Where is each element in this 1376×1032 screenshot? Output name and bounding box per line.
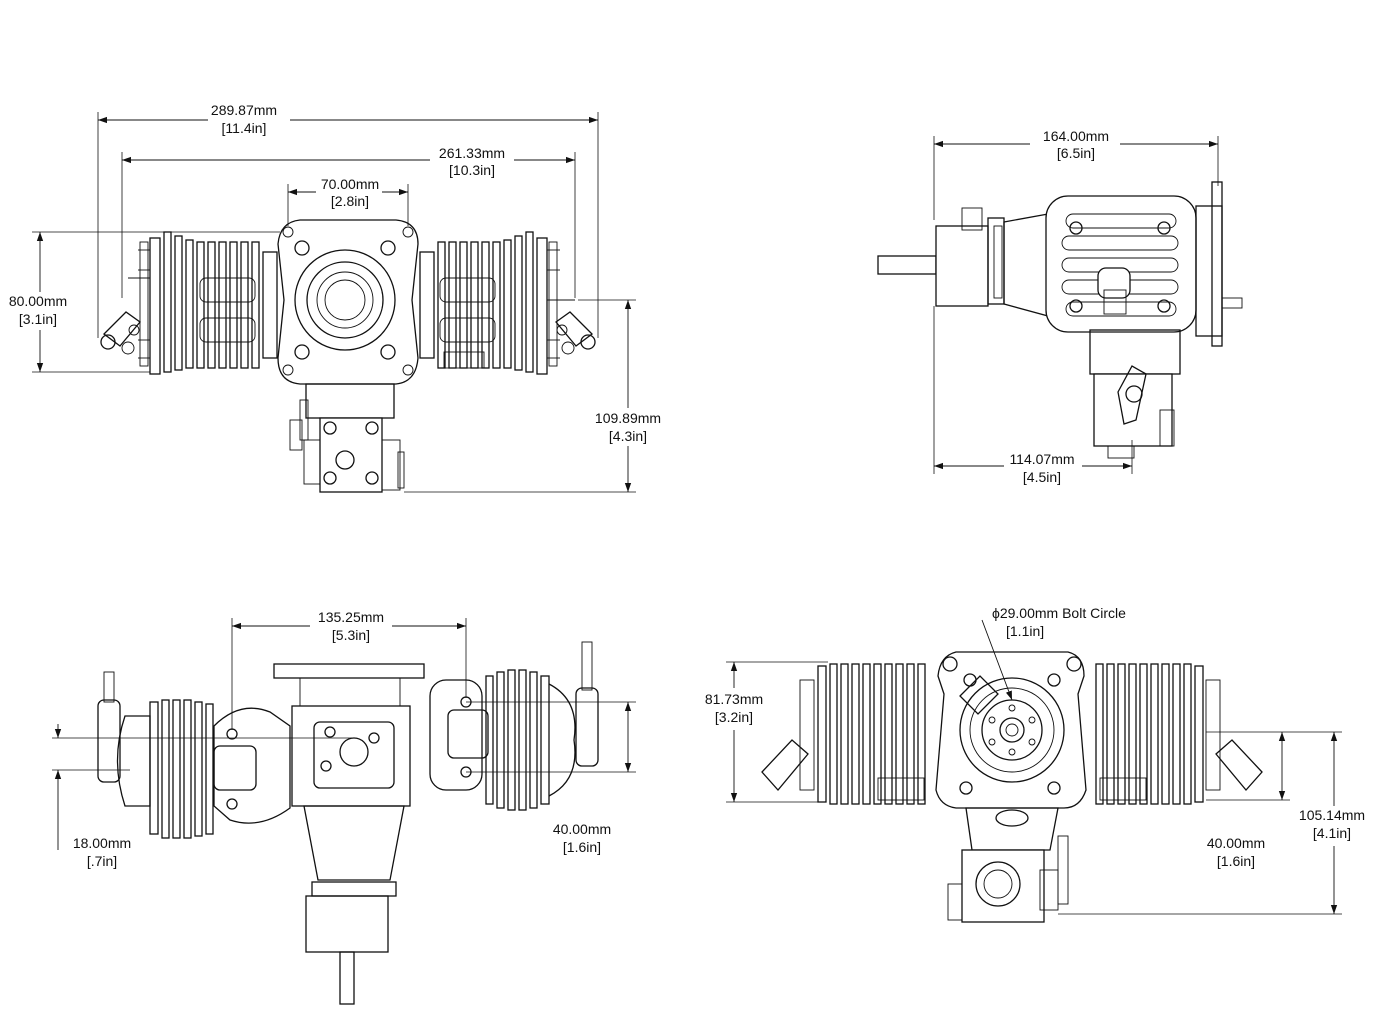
firewall-flange: [1211, 181, 1223, 347]
dim-bolt-circle-in: [1.1in]: [1006, 623, 1044, 639]
dim-mount-width-in: [2.8in]: [331, 193, 369, 209]
dim-bolt-circle: ϕ29.00mm Bolt Circle [1.1in]: [981, 605, 1126, 701]
dim-mount-width-mm: 70.00mm: [321, 176, 379, 192]
side-view: 164.00mm [6.5in] 114.07mm [4.5in]: [877, 128, 1243, 485]
dim-mount-width: 70.00mm [2.8in]: [287, 176, 409, 226]
dim-offset-mm: 18.00mm: [73, 835, 131, 851]
left-cylinder-fins: [100, 231, 278, 375]
dim-total-height-in: [4.3in]: [609, 428, 647, 444]
carburetor: [289, 383, 405, 493]
dim-overall-width-mm: 289.87mm: [211, 102, 277, 118]
dim-total-height-mm: 109.89mm: [595, 410, 661, 426]
dim-depth-in: [6.5in]: [1057, 145, 1095, 161]
dim-bolt-circle-mm: ϕ29.00mm Bolt Circle: [992, 605, 1126, 621]
dim-rear-port-height-in: [1.6in]: [1217, 853, 1255, 869]
dim-rear-overall: 105.14mm [4.1in]: [1058, 732, 1365, 915]
dim-rear-port-height-mm: 40.00mm: [1207, 835, 1265, 851]
bottom-view: 135.25mm [5.3in] 18.00mm [.7in] 40.00mm …: [52, 609, 636, 1005]
cylinder-head-side: [1045, 195, 1197, 333]
dim-bottom-port-height: 40.00mm [1.6in]: [466, 701, 636, 855]
dim-offset: 18.00mm [.7in]: [52, 724, 354, 869]
dim-fin-width: 261.33mm [10.3in]: [121, 145, 576, 298]
dim-fin-width-mm: 261.33mm: [439, 145, 505, 161]
dim-ports-in: [5.3in]: [332, 627, 370, 643]
dim-crank: 114.07mm [4.5in]: [933, 306, 1133, 485]
dim-cyl-height: 80.00mm [3.1in]: [9, 231, 280, 373]
rear-view: ϕ29.00mm Bolt Circle [1.1in] 81.73mm [3.…: [705, 605, 1365, 923]
dim-rear-height-mm: 81.73mm: [705, 691, 763, 707]
mount-plate: [277, 219, 419, 385]
dim-crank-mm: 114.07mm: [1009, 451, 1074, 467]
dim-depth-mm: 164.00mm: [1043, 128, 1109, 144]
logo-emblem: [995, 809, 1029, 827]
dim-cyl-height-mm: 80.00mm: [9, 293, 67, 309]
dim-cyl-height-in: [3.1in]: [19, 311, 57, 327]
dim-crank-in: [4.5in]: [1023, 469, 1061, 485]
dim-rear-height: 81.73mm [3.2in]: [705, 661, 828, 803]
dim-fin-width-in: [10.3in]: [449, 162, 495, 178]
dim-offset-in: [.7in]: [87, 853, 117, 869]
dim-total-height: 109.89mm [4.3in]: [404, 299, 661, 493]
dim-rear-overall-mm: 105.14mm: [1299, 807, 1365, 823]
right-cylinder-fins: [419, 231, 596, 375]
dim-overall-width-in: [11.4in]: [222, 120, 267, 136]
dim-ports-mm: 135.25mm: [318, 609, 384, 625]
output-shaft: [877, 255, 937, 275]
dim-depth: 164.00mm [6.5in]: [933, 128, 1219, 220]
front-view: 289.87mm [11.4in] 261.33mm [10.3in] 70.0…: [9, 102, 661, 493]
dim-rear-height-in: [3.2in]: [715, 709, 753, 725]
dim-ports: 135.25mm [5.3in]: [231, 609, 467, 730]
dim-overall-width: 289.87mm [11.4in]: [97, 102, 599, 338]
dim-rear-overall-in: [4.1in]: [1313, 825, 1351, 841]
dim-bottom-port-height-mm: 40.00mm: [553, 821, 611, 837]
dim-bottom-port-height-in: [1.6in]: [563, 839, 601, 855]
dim-rear-port-height: 40.00mm [1.6in]: [1206, 731, 1342, 869]
